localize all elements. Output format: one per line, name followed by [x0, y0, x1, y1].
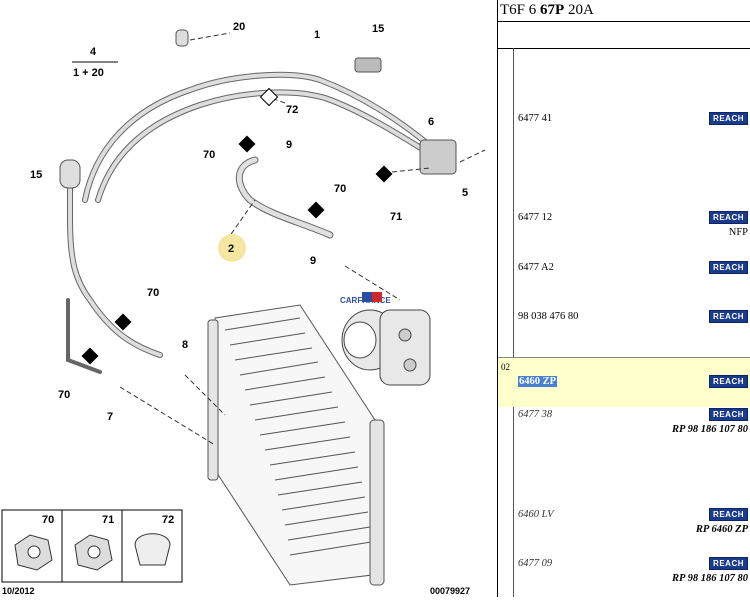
part-labels: 4 1 + 20 20 1 15 72 6 5 70 9 70 71 15 2 …: [30, 21, 468, 423]
watermark-logo: [362, 292, 372, 302]
panel-header: T6F 6 67P 20A: [498, 0, 750, 22]
group-number: 02: [501, 362, 510, 372]
label-20: 20: [233, 21, 245, 33]
reach-badge[interactable]: REACH: [709, 508, 748, 521]
part-note: NFP: [728, 227, 748, 238]
parts-diagram[interactable]: CARFRANCE: [0, 0, 497, 597]
label-9-b: 9: [310, 255, 316, 267]
label-6: 6: [428, 116, 434, 128]
part-ref[interactable]: 6477 12: [518, 212, 553, 223]
parts-list-panel: T6F 6 67P 20A 02 6477 41 REACH 6477 12 R…: [497, 0, 750, 597]
part-ref[interactable]: 6477 09: [518, 558, 553, 569]
reach-badge[interactable]: REACH: [709, 408, 748, 421]
group-separator: [498, 357, 750, 358]
part-ref[interactable]: 6477 A2: [518, 262, 554, 273]
group-column-divider: [513, 48, 514, 597]
label-15-top: 15: [372, 23, 384, 35]
legend-71: 71: [102, 514, 114, 526]
reach-badge[interactable]: REACH: [709, 211, 748, 224]
legend-70: 70: [42, 514, 54, 526]
label-70-c: 70: [147, 287, 159, 299]
diagram-drawing: CARFRANCE: [1, 21, 486, 596]
compressor: [341, 309, 431, 386]
replacement-ref[interactable]: RP 6460 ZP: [695, 524, 748, 535]
condenser: [207, 304, 385, 586]
pipes: [66, 71, 443, 374]
label-5: 5: [462, 187, 468, 199]
label-70-a: 70: [203, 149, 215, 161]
footer-code: 00079927: [430, 586, 470, 596]
callout-2-highlight[interactable]: [218, 234, 246, 262]
panel-subheader: [498, 22, 750, 49]
legend: 70 71 72: [1, 509, 183, 583]
footer-date: 10/2012: [2, 586, 35, 596]
legend-72: 72: [162, 514, 174, 526]
nut-markers: [81, 87, 393, 365]
label-72: 72: [286, 104, 298, 116]
label-7: 7: [107, 411, 113, 423]
reach-badge[interactable]: REACH: [709, 557, 748, 570]
part-ref[interactable]: 6477 41: [518, 113, 553, 124]
replacement-ref[interactable]: RP 98 186 107 80: [671, 573, 748, 584]
watermark-logo-red: [372, 292, 382, 302]
part-ref[interactable]: 6477 38: [518, 409, 553, 420]
reach-badge[interactable]: REACH: [709, 375, 748, 388]
label-15-left: 15: [30, 169, 42, 181]
label-71: 71: [390, 211, 402, 223]
label-4: 4: [90, 46, 97, 58]
label-2[interactable]: 2: [228, 243, 234, 255]
reach-badge[interactable]: REACH: [709, 112, 748, 125]
replacement-ref[interactable]: RP 98 186 107 80: [671, 424, 748, 435]
label-9-a: 9: [286, 139, 292, 151]
leader-lines: [119, 32, 486, 446]
part-ref[interactable]: 98 038 476 80: [518, 311, 579, 322]
label-70-d: 70: [58, 389, 70, 401]
reach-badge[interactable]: REACH: [709, 310, 748, 323]
label-8: 8: [182, 339, 188, 351]
reach-badge[interactable]: REACH: [709, 261, 748, 274]
label-70-b: 70: [334, 183, 346, 195]
part-ref-selected[interactable]: 6460 ZP: [518, 376, 558, 387]
part-ref[interactable]: 6460 LV: [518, 509, 554, 520]
label-1: 1: [314, 29, 320, 41]
dehydrator-bottle: [59, 29, 457, 189]
label-1-20: 1 + 20: [73, 67, 104, 79]
